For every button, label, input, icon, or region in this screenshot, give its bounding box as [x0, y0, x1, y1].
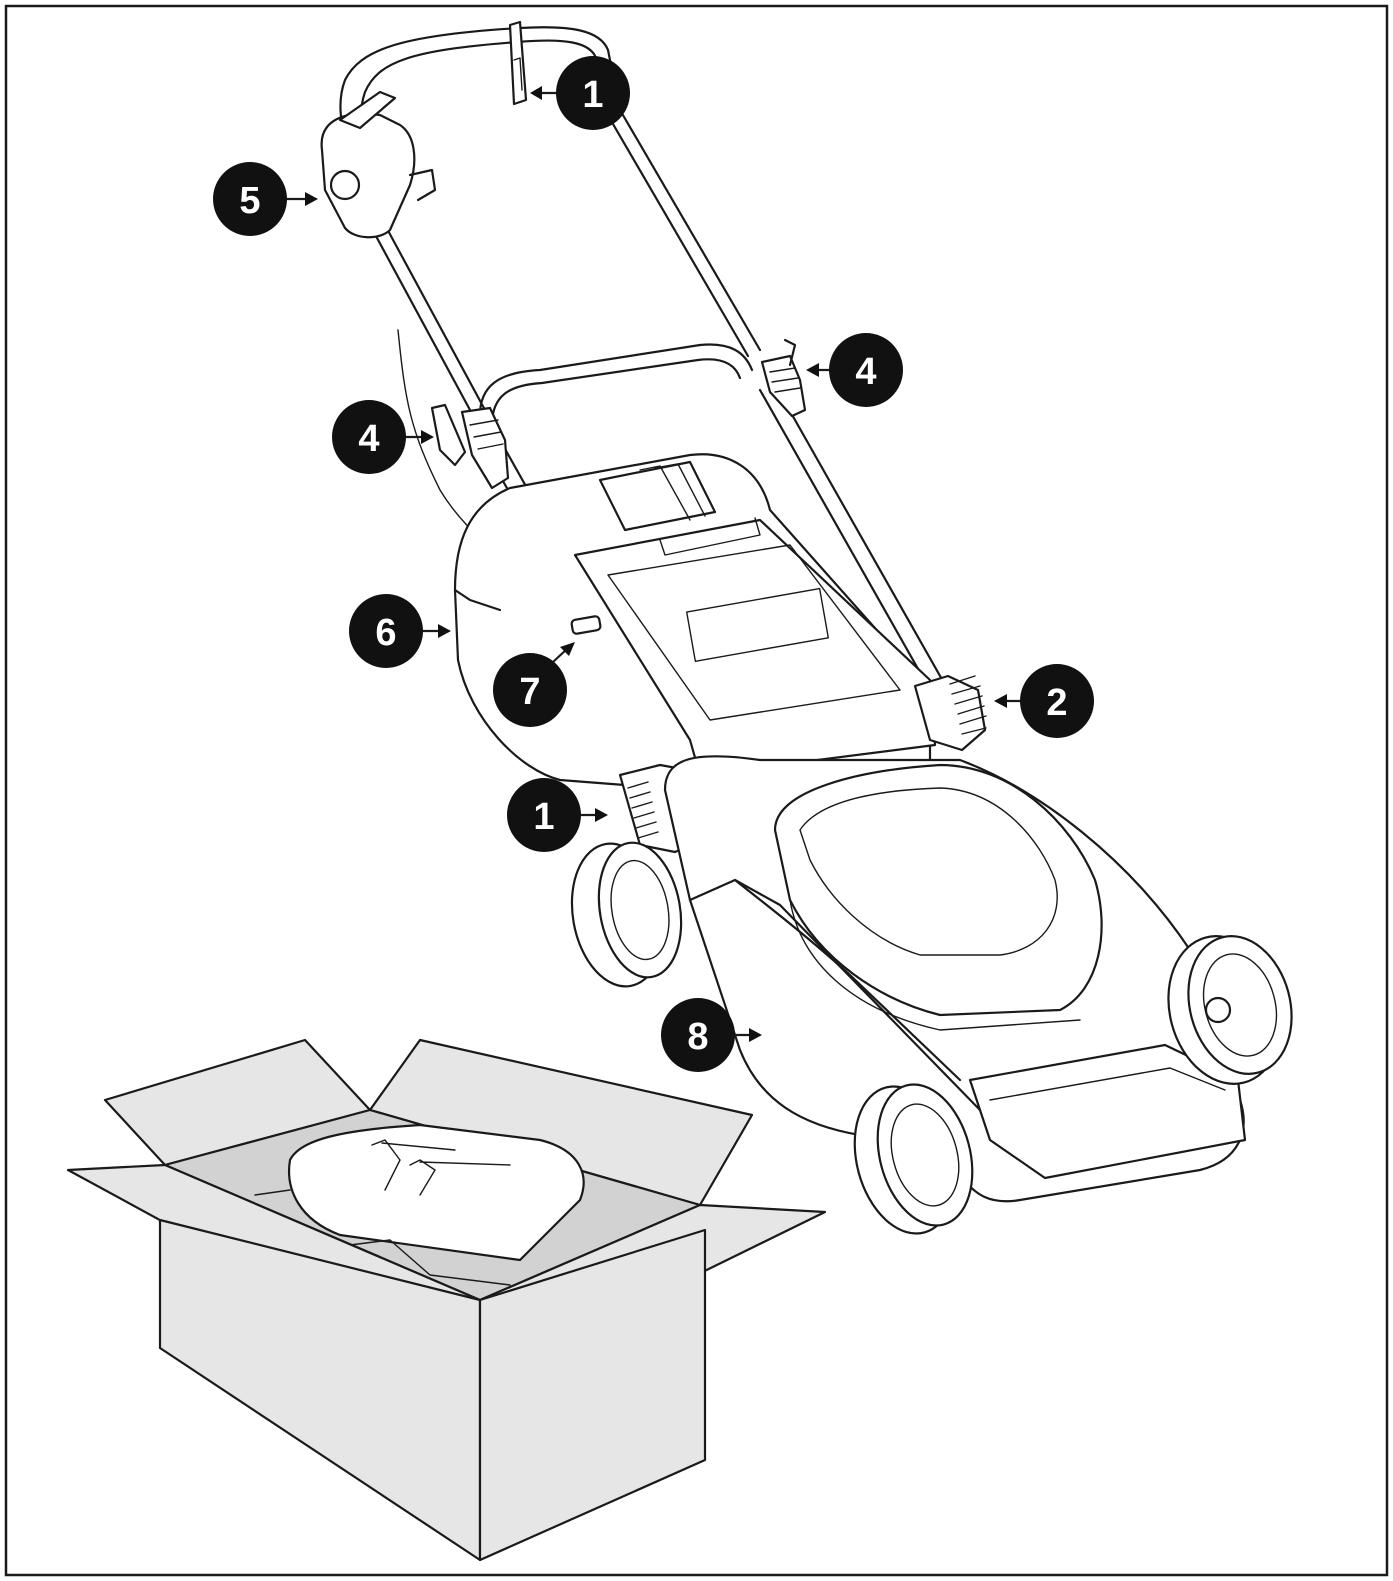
switch-box: [320, 112, 416, 239]
callout-7: 7: [493, 642, 575, 727]
figure-frame: [4, 4, 1389, 1577]
callout-5: 5: [213, 162, 318, 236]
callout-label: 5: [239, 180, 260, 222]
callout-label: 1: [582, 74, 603, 116]
callout-8: 8: [661, 998, 762, 1072]
callout-label: 6: [375, 612, 396, 654]
shipping-box-illustration: [66, 1038, 827, 1562]
box-right-side: [478, 1228, 707, 1562]
callout-label: 4: [358, 418, 379, 460]
callout-label: 7: [519, 671, 540, 713]
callout-6: 6: [349, 594, 451, 668]
callout-1: 1: [507, 778, 608, 852]
front-left-wheel: [853, 1083, 974, 1235]
packed-grass-box: [288, 1123, 585, 1262]
cable-clip: [508, 20, 528, 106]
height-adjuster-right: [913, 674, 987, 752]
cable-guide: [570, 615, 602, 635]
lower-handle: [478, 343, 754, 422]
motor-cover: [773, 763, 1103, 1017]
rear-left-wheel: [570, 841, 683, 988]
callout-4-right: 4: [806, 333, 903, 407]
lawnmower-illustration: [320, 20, 1293, 1235]
callout-label: 8: [687, 1016, 708, 1058]
callout-label: 1: [533, 796, 554, 838]
callout-2: 2: [994, 664, 1094, 738]
front-right-wheel: [1167, 935, 1293, 1085]
callout-label: 2: [1046, 682, 1067, 724]
callout-3: 1: [530, 56, 630, 130]
callout-label: 4: [855, 351, 876, 393]
callout-4-left: 4: [332, 400, 434, 474]
